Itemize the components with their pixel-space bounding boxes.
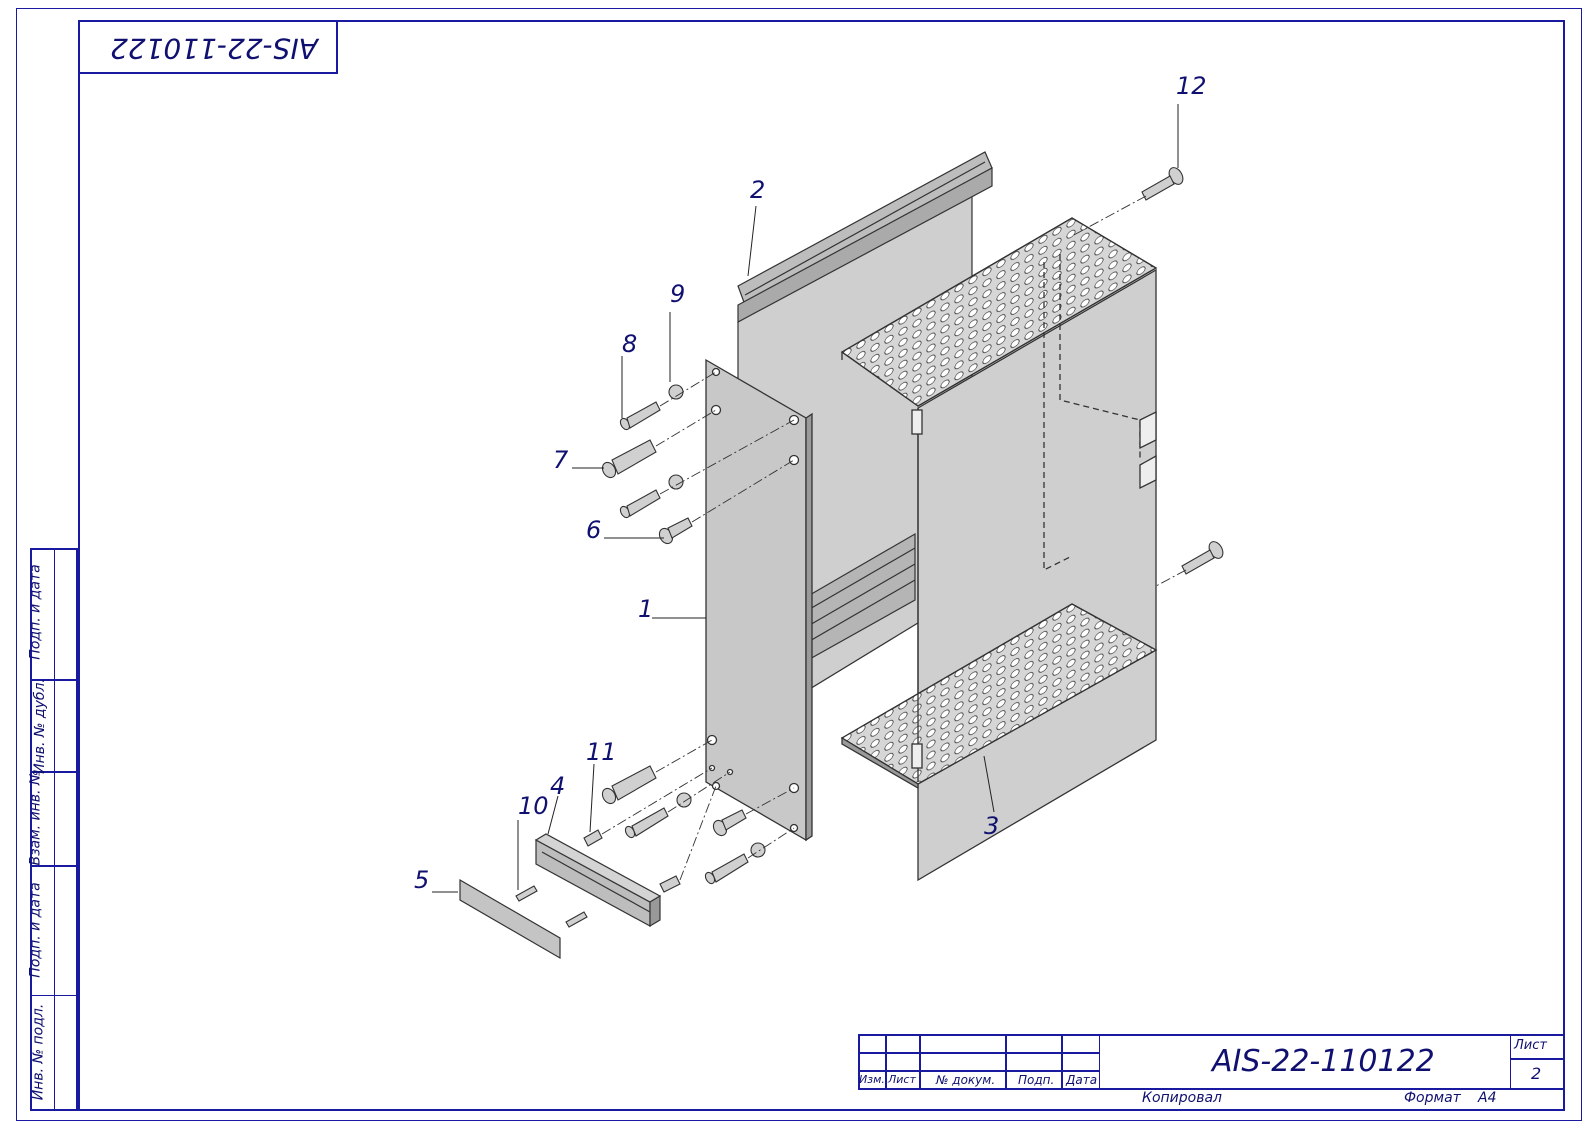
- nut-9-upper: [668, 384, 684, 400]
- callout-10: 10: [518, 792, 549, 820]
- callout-1: 1: [638, 595, 654, 623]
- callout-4: 4: [550, 772, 566, 800]
- nut-9-lower: [676, 792, 692, 808]
- pin-11-lower: [659, 875, 681, 893]
- screw-8: [619, 401, 661, 431]
- screw-7-lower: [601, 765, 657, 805]
- callout-3: 3: [984, 812, 1000, 840]
- nut-9-middle: [668, 474, 684, 490]
- sheet-label: Лист: [1514, 1038, 1547, 1053]
- screw-12-upper: [1141, 167, 1184, 201]
- screw-6-upper: [658, 517, 693, 545]
- sheet-outer-border: [16, 8, 1582, 1121]
- fasteners: [515, 167, 1224, 928]
- screw-10-lower: [565, 911, 588, 928]
- header-list: Лист: [888, 1073, 916, 1086]
- callout-9: 9: [670, 280, 686, 308]
- part-3-perforated-enclosure: [840, 217, 1158, 882]
- top-code-stamp: AIS-22-110122: [78, 20, 338, 74]
- pin-11-upper: [583, 829, 603, 847]
- callout-leaders: [432, 104, 1179, 893]
- callout-5: 5: [414, 866, 430, 894]
- screw-6-lower: [712, 809, 747, 837]
- callout-7: 7: [553, 446, 569, 474]
- callout-12: 12: [1176, 72, 1207, 100]
- drawing-frame: [78, 20, 1565, 1111]
- callout-6: 6: [586, 516, 602, 544]
- part-4-handle: [534, 833, 662, 928]
- format-value: A4: [1478, 1090, 1497, 1106]
- screw-10-upper: [515, 885, 538, 902]
- copied-label: Копировал: [1142, 1090, 1222, 1106]
- screw-8-middle: [619, 489, 661, 519]
- screw-8-lowest: [704, 853, 749, 885]
- header-izm: Изм.: [859, 1073, 885, 1086]
- sheet-number: 2: [1531, 1064, 1542, 1083]
- part-5-label-strip: [459, 878, 561, 960]
- header-doc-no: № докум.: [936, 1073, 996, 1087]
- format-label: Формат: [1404, 1090, 1461, 1106]
- header-sign: Подп.: [1018, 1073, 1055, 1087]
- callout-11: 11: [586, 738, 617, 766]
- part-1-front-panel: [705, 358, 813, 842]
- header-date: Дата: [1066, 1073, 1098, 1087]
- screw-12-lower: [1181, 541, 1224, 575]
- designation: AIS-22-110122: [1212, 1044, 1435, 1079]
- callout-2: 2: [750, 176, 766, 204]
- screw-7: [601, 439, 657, 479]
- screw-8-lower: [624, 807, 669, 839]
- callout-8: 8: [622, 330, 638, 358]
- assembly-lines: [601, 195, 1187, 881]
